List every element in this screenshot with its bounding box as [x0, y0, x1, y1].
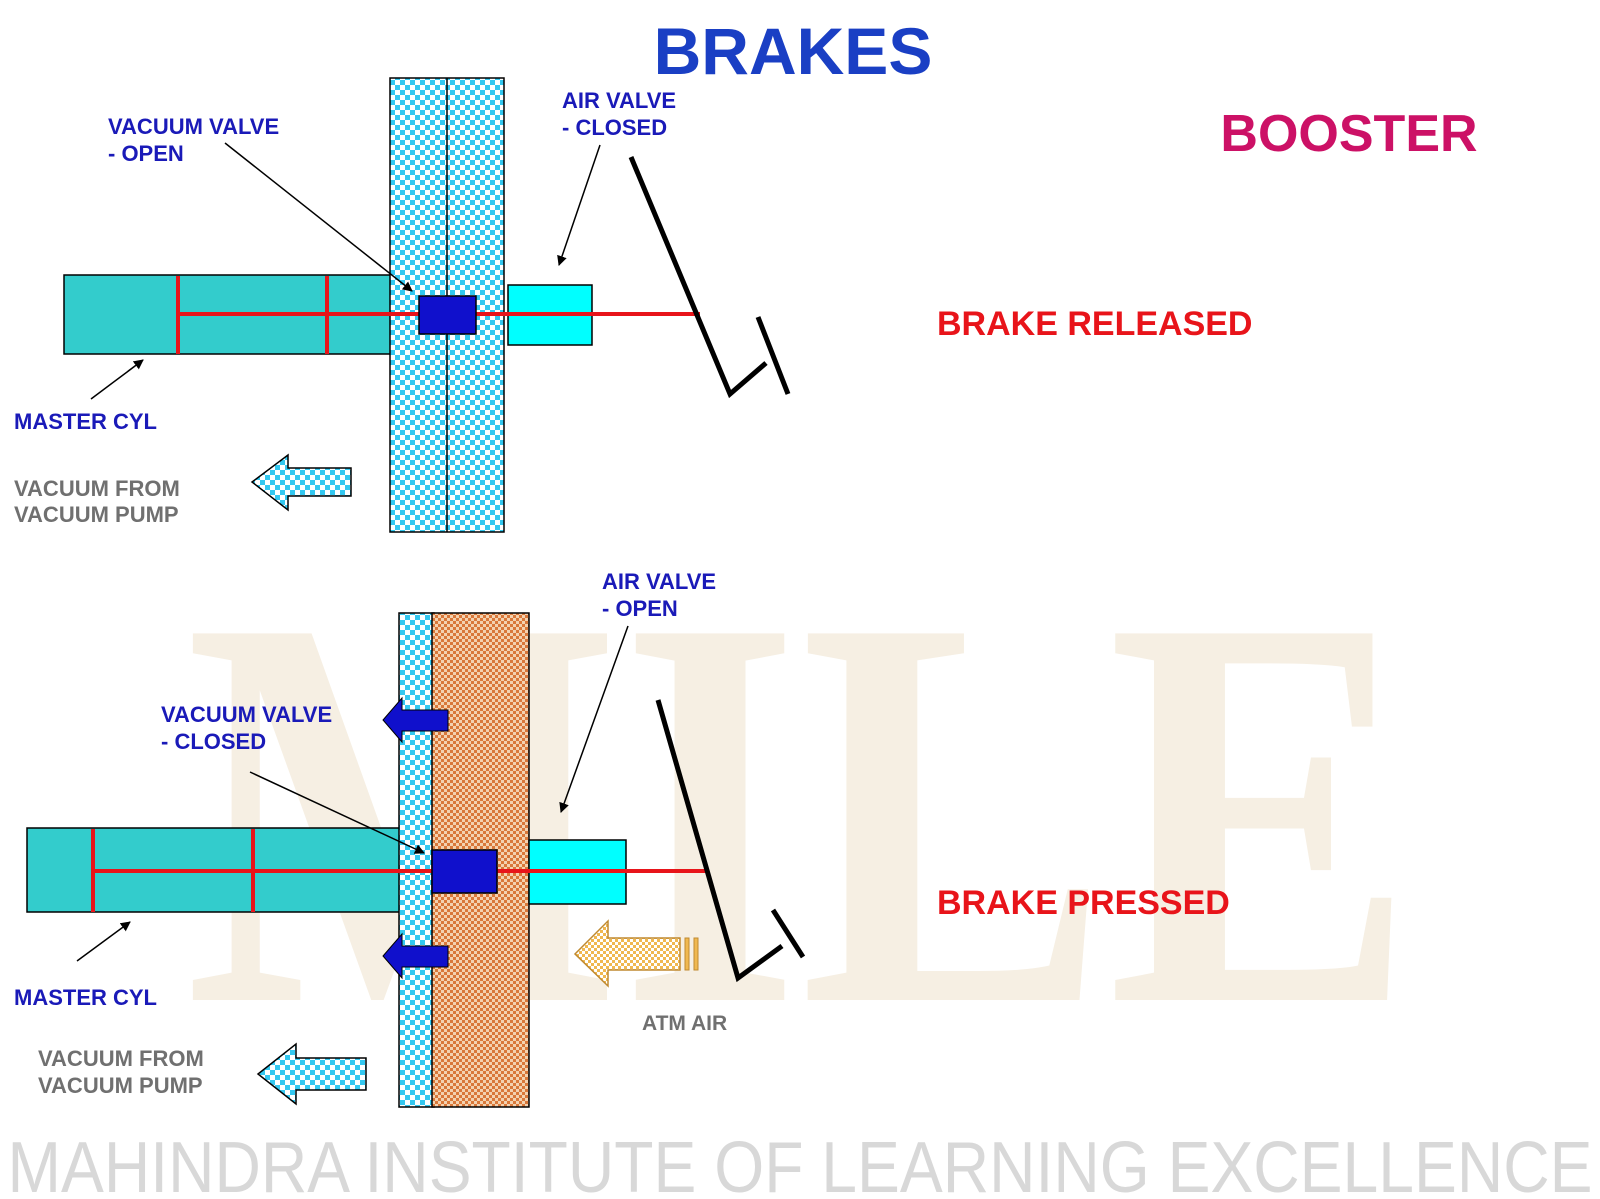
leader-arrow [249, 771, 425, 854]
state-label-released: BRAKE RELEASED [937, 305, 1252, 343]
watermark: MILE MAHINDRA INSTITUTE OF LEARNING EXCE… [8, 502, 1593, 1199]
page-title: BRAKES [654, 14, 933, 88]
pedal-pad [770, 908, 806, 959]
leader-arrow [76, 921, 131, 962]
atm-air-arrow-tail [693, 937, 699, 971]
master-cyl-label: MASTER CYL [14, 985, 157, 1010]
atm-air-label: ATM AIR [642, 1012, 727, 1035]
air-valve-label: AIR VALVE - CLOSED [562, 88, 682, 140]
master-cyl-label: MASTER CYL [14, 409, 157, 434]
vacuum-source-label: VACUUM FROM VACUUM PUMP [38, 1046, 210, 1098]
pressed-diagram: VACUUM VALVE - CLOSED AIR VALVE - OPEN M… [14, 569, 1230, 1108]
brake-pedal [628, 156, 768, 399]
atm-air-arrow-tail [684, 937, 690, 971]
vacuum-flow-arrow [250, 453, 352, 512]
vacuum-valve-block [431, 849, 498, 894]
air-valve-label: AIR VALVE - OPEN [602, 569, 722, 621]
valve-flow-arrow [382, 932, 449, 980]
vacuum-valve-block [418, 295, 477, 335]
leader-arrow [224, 142, 413, 292]
leader-arrow [90, 359, 144, 400]
vacuum-valve-label: VACUUM VALVE - CLOSED [161, 702, 338, 754]
vacuum-source-label: VACUUM FROM VACUUM PUMP [14, 476, 186, 527]
page-subtitle: BOOSTER [1220, 105, 1477, 163]
atm-air-arrow [573, 919, 681, 988]
leader-arrow [557, 144, 601, 266]
pedal-pad [755, 316, 791, 395]
released-diagram: VACUUM VALVE - OPEN AIR VALVE - CLOSED M… [14, 77, 1252, 533]
vacuum-valve-label: VACUUM VALVE - OPEN [108, 114, 285, 166]
watermark-footer: MAHINDRA INSTITUTE OF LEARNING EXCELLENC… [8, 1128, 1593, 1199]
valve-flow-arrow [382, 696, 449, 744]
vacuum-flow-arrow [256, 1042, 367, 1106]
state-label-pressed: BRAKE PRESSED [937, 884, 1230, 922]
leader-arrow [559, 625, 629, 813]
vacuum-chamber-strip [398, 612, 435, 1108]
brake-pedal [655, 699, 784, 983]
watermark-logo: MILE [185, 502, 1415, 1122]
